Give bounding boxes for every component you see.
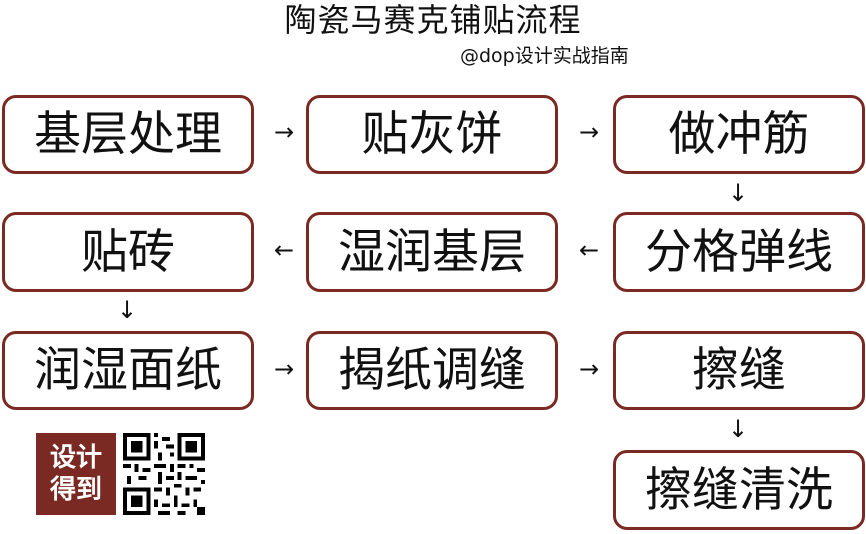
arrow-down-icon: ↓	[727, 179, 749, 207]
arrow-right-icon: →	[273, 118, 295, 146]
brand-logo: 设计 得到	[36, 433, 116, 515]
logo-text-line1: 设计	[49, 443, 102, 473]
step-box-moisten-base: 湿润基层	[306, 212, 558, 292]
step-box-lay-tiles: 贴砖	[2, 212, 254, 292]
arrow-left-icon: ←	[273, 236, 295, 264]
step-box-grid-line-marking: 分格弹线	[613, 212, 865, 292]
arrow-left-icon: ←	[578, 236, 600, 264]
page-title: 陶瓷马赛克铺贴流程	[284, 1, 582, 39]
arrow-down-icon: ↓	[116, 296, 138, 324]
step-box-grout-joints: 擦缝	[613, 331, 865, 410]
arrow-down-icon: ↓	[727, 415, 749, 443]
step-box-mortar-dots: 贴灰饼	[306, 95, 558, 174]
logo-text-line2: 得到	[49, 475, 102, 505]
qr-code-icon	[123, 433, 205, 515]
arrow-right-icon: →	[578, 355, 600, 383]
arrow-right-icon: →	[273, 355, 295, 383]
page-subtitle: @dop设计实战指南	[460, 45, 629, 67]
arrow-right-icon: →	[578, 118, 600, 146]
step-box-wet-face-paper: 润湿面纸	[2, 331, 254, 410]
step-box-foundation-treatment: 基层处理	[2, 95, 254, 174]
step-box-grout-cleaning: 擦缝清洗	[613, 450, 865, 530]
step-box-screed-strips: 做冲筋	[613, 95, 865, 174]
step-box-peel-paper-adjust-joints: 揭纸调缝	[306, 331, 558, 410]
